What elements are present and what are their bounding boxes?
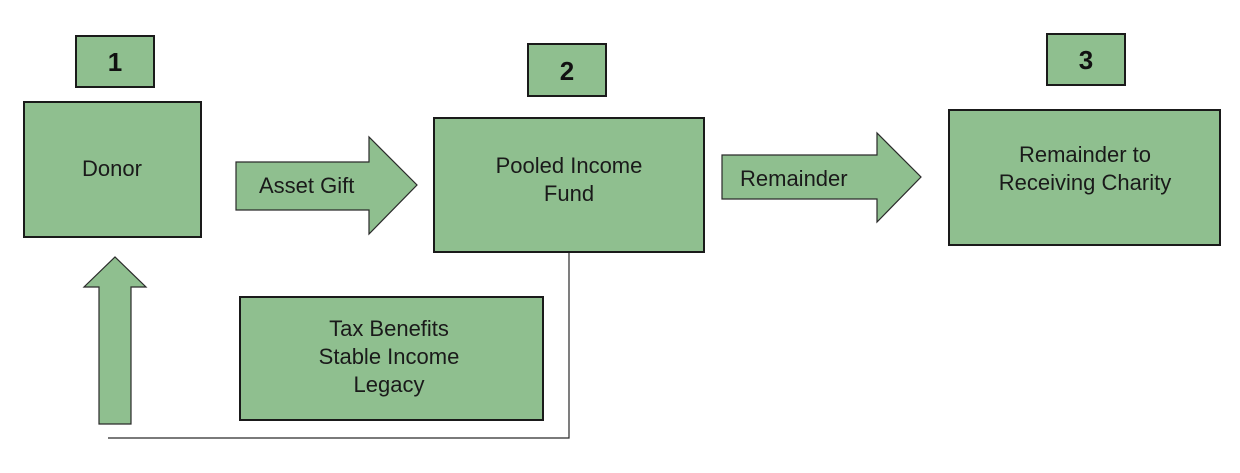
receiving-charity-label-line-2: Receiving Charity [999,170,1171,195]
remainder-label: Remainder [740,166,848,191]
benefit-tax: Tax Benefits [329,316,449,341]
asset-gift-arrow: Asset Gift [235,135,418,236]
receiving-charity-box: Remainder to Receiving Charity [948,109,1221,246]
remainder-arrow: Remainder [721,131,922,224]
asset-gift-label: Asset Gift [259,173,354,198]
donor-label: Donor [82,156,142,181]
step-3-number: 3 [1079,45,1093,75]
receiving-charity-label-line-1: Remainder to [1019,142,1151,167]
pooled-income-fund-box: Pooled Income Fund [433,117,705,253]
step-2-badge: 2 [527,43,607,97]
return-connector-line [108,253,570,439]
benefits-box: Tax Benefits Stable Income Legacy [239,296,544,421]
step-2-number: 2 [560,56,574,86]
benefit-income: Stable Income [319,344,460,369]
step-1-number: 1 [108,47,122,77]
return-up-arrow [82,256,148,425]
pooled-income-fund-label-line-2: Fund [544,181,594,206]
benefit-legacy: Legacy [354,372,425,397]
pooled-income-fund-label-line-1: Pooled Income [496,153,643,178]
step-1-badge: 1 [75,35,155,88]
donor-box: Donor [23,101,202,238]
step-3-badge: 3 [1046,33,1126,86]
